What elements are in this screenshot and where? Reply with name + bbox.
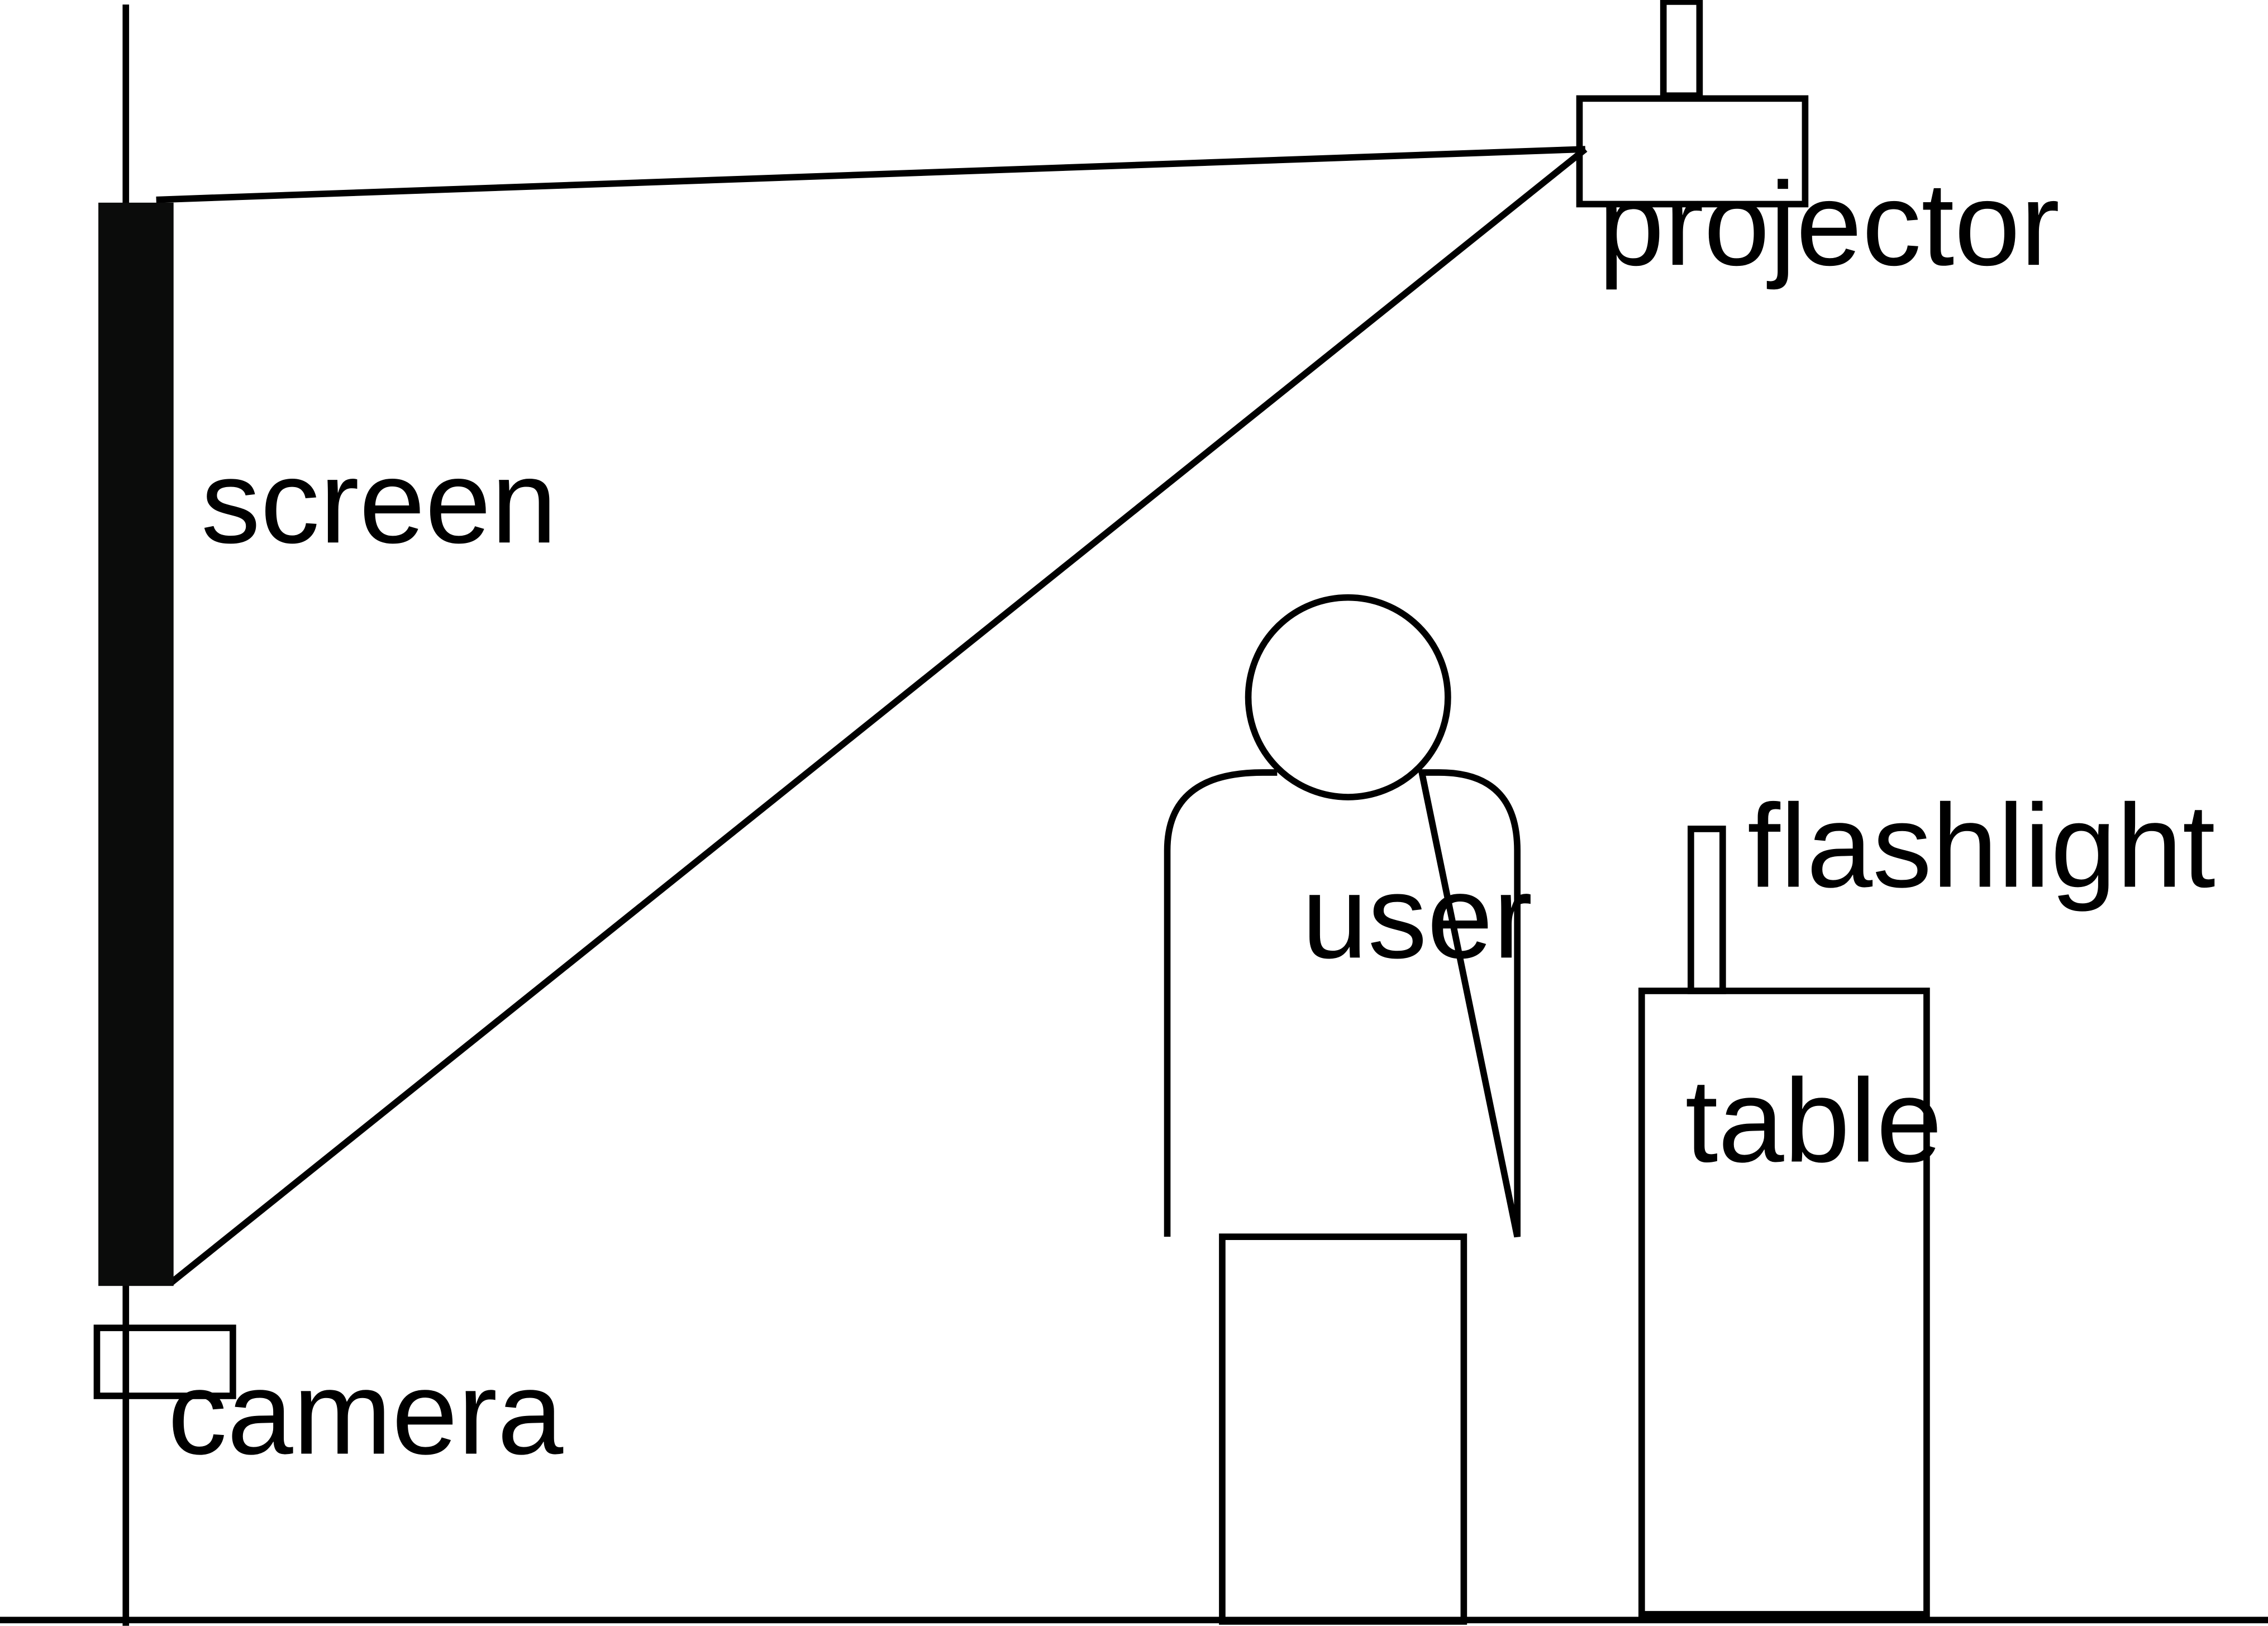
screen-label: screen bbox=[201, 435, 557, 568]
user-legs bbox=[1219, 1233, 1467, 1625]
user-torso bbox=[1164, 769, 1521, 1238]
projection-beam-bottom bbox=[168, 146, 1588, 1286]
camera-label: camera bbox=[168, 1347, 564, 1479]
projection-screen bbox=[98, 202, 174, 1286]
flashlight-body bbox=[1688, 826, 1726, 994]
flashlight-label: flashlight bbox=[1747, 780, 2215, 912]
user-label: user bbox=[1302, 850, 1532, 983]
table-body bbox=[1638, 988, 1930, 1618]
table-label: table bbox=[1685, 1055, 1942, 1187]
projector-mount bbox=[1660, 0, 1703, 99]
projection-beam-top bbox=[156, 146, 1586, 203]
camera-body bbox=[93, 1324, 236, 1399]
projector-label: projector bbox=[1598, 158, 2060, 290]
user-head bbox=[1245, 594, 1451, 800]
